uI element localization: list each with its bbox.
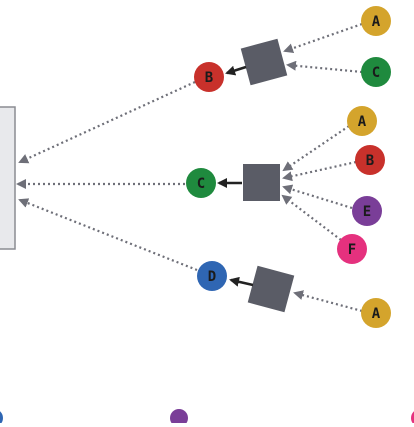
- node-mid-e-circle: [352, 196, 382, 226]
- node-bot-d-circle: [197, 261, 227, 291]
- target-panel: [0, 106, 16, 250]
- node-top-c-circle: [361, 57, 391, 87]
- node-mid-a-circle: [347, 106, 377, 136]
- node-mid-a: A: [347, 106, 377, 136]
- node-mid-a-label: A: [358, 114, 367, 130]
- node-mid-f-label: F: [348, 242, 356, 258]
- node-bot-a-label: A: [372, 306, 381, 322]
- edge-top-c-to-square: [286, 60, 363, 74]
- partial-node-blue: [0, 411, 3, 425]
- solid-edges: [217, 65, 254, 287]
- node-top-a-circle: [361, 6, 391, 36]
- edge-mid-a-to-square: [282, 125, 350, 172]
- edge-square-bot-to-d: [229, 276, 254, 287]
- dotted-edges: [16, 22, 363, 313]
- partial-node-pink: [411, 411, 414, 425]
- operator-square-top: [240, 38, 288, 86]
- edge-top-a-to-square: [283, 22, 363, 54]
- node-top-b: B: [194, 62, 224, 92]
- node-top-b-circle: [194, 62, 224, 92]
- node-mid-b-circle: [355, 145, 385, 175]
- node-mid-b-label: B: [366, 153, 374, 169]
- edge-mid-f-to-square: [281, 194, 342, 241]
- partial-node-purple: [170, 409, 188, 427]
- edge-mid-e-to-square: [282, 184, 353, 210]
- node-mid-f-circle: [337, 234, 367, 264]
- node-mid-b: B: [355, 145, 385, 175]
- edge-mid-b-to-square: [282, 160, 357, 182]
- operator-square-bottom: [247, 265, 295, 313]
- node-top-c-label: C: [372, 65, 380, 81]
- operator-square-middle: [243, 164, 280, 201]
- node-bot-d: D: [197, 261, 227, 291]
- node-mid-f: F: [337, 234, 367, 264]
- node-mid-e-label: E: [363, 204, 371, 220]
- node-mid-e: E: [352, 196, 382, 226]
- edge-bot-a-to-square: [293, 290, 363, 313]
- edge-square-top-to-b: [225, 65, 247, 76]
- node-bot-a: A: [361, 298, 391, 328]
- edge-top-b-to-panel: [18, 80, 196, 164]
- edge-bot-d-to-panel: [18, 198, 198, 272]
- node-top-c: C: [361, 57, 391, 87]
- node-top-b-label: B: [205, 70, 213, 86]
- node-mid-c-label: C: [197, 176, 205, 192]
- node-bot-d-label: D: [208, 269, 216, 285]
- node-top-a-label: A: [372, 14, 381, 30]
- node-mid-c-circle: [186, 168, 216, 198]
- node-mid-c: C: [186, 168, 216, 198]
- node-top-a: A: [361, 6, 391, 36]
- node-bot-a-circle: [361, 298, 391, 328]
